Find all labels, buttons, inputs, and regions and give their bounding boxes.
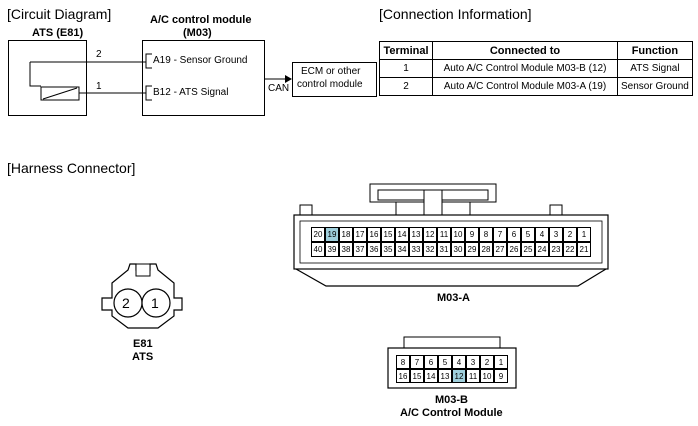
- m03b-label: M03-B: [435, 394, 469, 406]
- m03a-pin: 18: [339, 227, 353, 242]
- connection-table: Terminal Connected to Function 1 Auto A/…: [379, 41, 693, 96]
- module-title-line2: (M03): [183, 27, 212, 39]
- wire-bottom-number: 1: [96, 81, 102, 92]
- ac-module-box: [142, 40, 265, 116]
- m03a-pin: 20: [311, 227, 325, 242]
- m03a-pin: 33: [409, 242, 423, 257]
- m03a-pin: 37: [353, 242, 367, 257]
- m03a-pin: 28: [479, 242, 493, 257]
- table-row: 2 Auto A/C Control Module M03-A (19) Sen…: [379, 77, 693, 96]
- m03a-pin: 21: [577, 242, 591, 257]
- m03a-pin: 39: [325, 242, 339, 257]
- e81-ats-label: ATS: [132, 351, 154, 363]
- m03b-pin: 7: [410, 355, 424, 369]
- m03b-pin: 10: [480, 369, 494, 383]
- e81-label: E81: [133, 338, 153, 350]
- m03b-module-label: A/C Control Module: [400, 407, 503, 419]
- connection-section-title: [Connection Information]: [379, 6, 532, 22]
- m03a-pin: 26: [507, 242, 521, 257]
- m03b-pin: 9: [494, 369, 508, 383]
- harness-section-title: [Harness Connector]: [7, 160, 136, 176]
- m03a-pin: 1: [577, 227, 591, 242]
- m03a-pin: 12: [423, 227, 437, 242]
- m03a-pin: 36: [367, 242, 381, 257]
- m03a-pin: 17: [353, 227, 367, 242]
- m03b-pin: 11: [466, 369, 480, 383]
- m03a-pin: 9: [465, 227, 479, 242]
- can-label: CAN: [268, 83, 290, 94]
- m03a-pin: 6: [507, 227, 521, 242]
- m03a-pin: 10: [451, 227, 465, 242]
- m03a-pin: 22: [563, 242, 577, 257]
- m03a-pin: 5: [521, 227, 535, 242]
- e81-pin-2-label: 2: [122, 295, 130, 311]
- m03a-pin: 7: [493, 227, 507, 242]
- m03a-pin: 24: [535, 242, 549, 257]
- pin-a19-label: A19 - Sensor Ground: [153, 55, 248, 66]
- m03a-pin: 35: [381, 242, 395, 257]
- m03a-pin: 38: [339, 242, 353, 257]
- m03a-pin: 27: [493, 242, 507, 257]
- e81-pin-1: [141, 288, 171, 318]
- ecm-line1: ECM or other: [301, 66, 361, 77]
- header-terminal: Terminal: [379, 41, 433, 60]
- m03b-pin: 4: [452, 355, 466, 369]
- m03a-pin: 19: [325, 227, 339, 242]
- table-row: 1 Auto A/C Control Module M03-B (12) ATS…: [379, 59, 693, 78]
- module-title-line1: A/C control module: [150, 14, 252, 26]
- row2-connected-to: Auto A/C Control Module M03-A (19): [432, 77, 618, 96]
- m03b-pin: 8: [396, 355, 410, 369]
- m03b-pin: 15: [410, 369, 424, 383]
- m03a-pin: 3: [549, 227, 563, 242]
- circuit-section-title: [Circuit Diagram]: [7, 6, 112, 22]
- ecm-box: [292, 62, 377, 97]
- m03a-pin: 15: [381, 227, 395, 242]
- pin-b12-label: B12 - ATS Signal: [153, 87, 229, 98]
- m03b-pin: 2: [480, 355, 494, 369]
- m03b-pin: 5: [438, 355, 452, 369]
- e81-pin-1-label: 1: [151, 295, 159, 311]
- m03a-pin: 14: [395, 227, 409, 242]
- m03b-pin: 13: [438, 369, 452, 383]
- m03a-pin: 4: [535, 227, 549, 242]
- m03b-pin: 3: [466, 355, 480, 369]
- m03a-pin: 31: [437, 242, 451, 257]
- m03a-pin: 16: [367, 227, 381, 242]
- m03b-pin: 6: [424, 355, 438, 369]
- ats-box: [8, 40, 87, 116]
- ats-label: ATS (E81): [32, 27, 84, 39]
- m03b-pin: 14: [424, 369, 438, 383]
- m03a-pin: 25: [521, 242, 535, 257]
- ecm-line2: control module: [297, 79, 363, 90]
- m03a-pin: 34: [395, 242, 409, 257]
- wire-top-number: 2: [96, 49, 102, 60]
- m03a-pin: 30: [451, 242, 465, 257]
- m03a-pin: 11: [437, 227, 451, 242]
- m03b-pin: 16: [396, 369, 410, 383]
- m03a-pin: 29: [465, 242, 479, 257]
- m03a-pin: 40: [311, 242, 325, 257]
- m03a-label: M03-A: [437, 292, 471, 304]
- row2-function: Sensor Ground: [617, 77, 693, 96]
- can-arrow-icon: [285, 75, 292, 83]
- m03b-pin: 12: [452, 369, 466, 383]
- m03a-pin: 2: [563, 227, 577, 242]
- m03a-pin: 32: [423, 242, 437, 257]
- m03a-pin: 8: [479, 227, 493, 242]
- m03a-pin: 13: [409, 227, 423, 242]
- m03a-pin: 23: [549, 242, 563, 257]
- m03b-pin: 1: [494, 355, 508, 369]
